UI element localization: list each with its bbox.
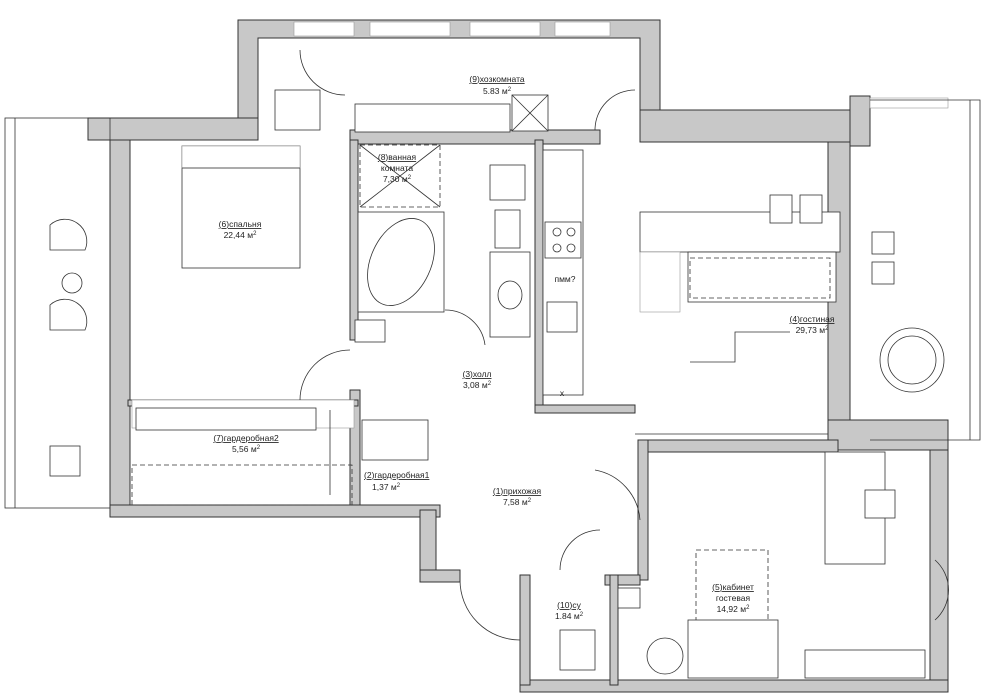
area-room-3: 3,08 м2 xyxy=(463,380,492,390)
label-room-8: (8)ванная xyxy=(378,152,417,162)
area-room-1: 7,58 м2 xyxy=(503,497,532,507)
appliance-note: пмм? xyxy=(554,274,575,284)
mark-x: x xyxy=(560,388,565,398)
label-room-7: (7)гардеробная2 xyxy=(213,433,279,443)
label-room-1: (1)прихожая xyxy=(493,486,542,496)
area-room-5: 14,92 м2 xyxy=(717,604,751,614)
door-swings xyxy=(299,309,641,641)
bedroom-furniture xyxy=(131,145,355,429)
kitchen-furniture xyxy=(542,149,584,396)
balcony-left xyxy=(4,117,111,509)
area-room-7: 5,56 м2 xyxy=(232,444,261,454)
label-room-4: (4)гостиная xyxy=(790,314,835,324)
wc-furniture xyxy=(559,587,641,671)
area-room-2: 1,37 м2 xyxy=(372,482,401,492)
label-room-6: (6)спальня xyxy=(219,219,262,229)
wardrobe1-furniture xyxy=(361,419,429,461)
label-room-9: (9)хозкомната xyxy=(469,74,525,84)
area-room-8: 7,30 м2 xyxy=(383,174,412,184)
label-room-2: (2)гардеробная1 xyxy=(364,470,430,480)
wardrobe2-furniture xyxy=(131,407,353,506)
walls xyxy=(87,19,949,693)
area-room-10: 1.84 м2 xyxy=(555,611,584,621)
study-furniture xyxy=(646,451,949,679)
windows-top xyxy=(293,21,949,109)
label-room-10: (10)су xyxy=(557,600,581,610)
area-room-6: 22,44 м2 xyxy=(224,230,258,240)
storage-furniture xyxy=(274,49,636,133)
label-room-5-line2: гостевая xyxy=(716,593,751,603)
balcony-right xyxy=(870,99,981,441)
label-room-8-line2: комната xyxy=(381,163,413,173)
label-room-5: (5)кабинет xyxy=(712,582,754,592)
area-room-4: 29,73 м2 xyxy=(796,325,830,335)
living-furniture xyxy=(635,194,895,435)
area-room-9: 5.83 м2 xyxy=(483,86,512,96)
label-room-3: (3)холл xyxy=(462,369,491,379)
bathroom-furniture xyxy=(354,144,531,343)
